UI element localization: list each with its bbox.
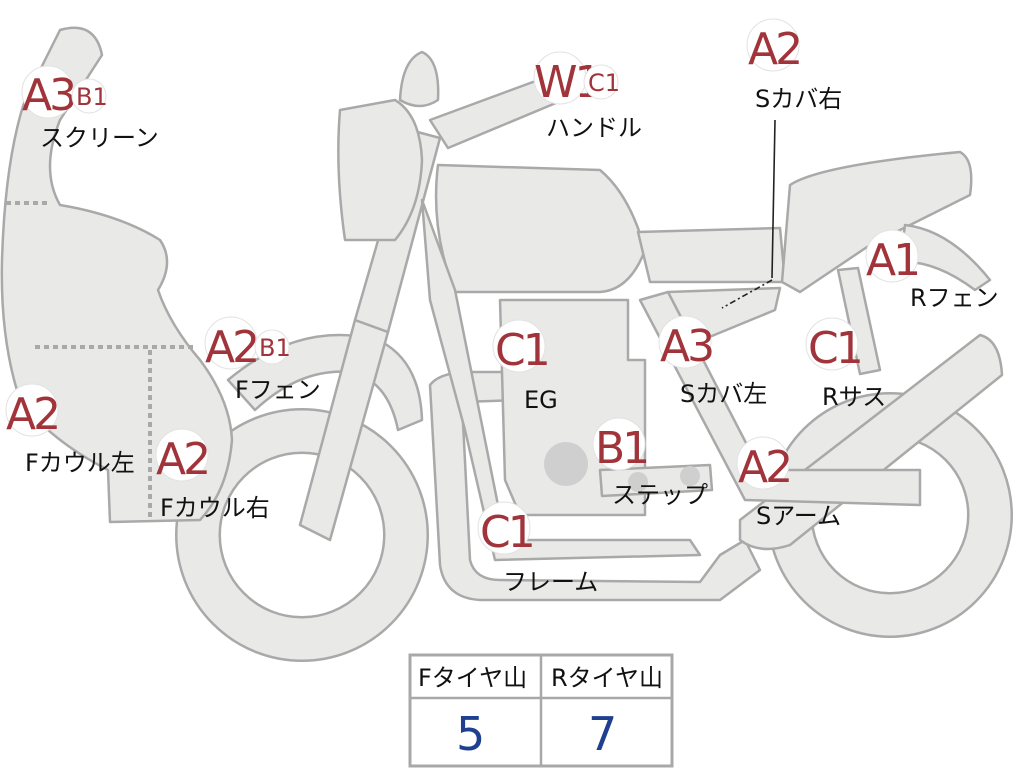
headlight-shape xyxy=(337,98,424,242)
grade-badge-bg xyxy=(5,383,59,437)
front-tire-header: Fタイヤ山 xyxy=(418,664,527,692)
part-side-cover-right: A2 Sカバ右 xyxy=(746,18,842,113)
part-front-fender: A2 B1 Fフェン xyxy=(204,316,321,404)
motorcycle-illustration xyxy=(0,26,1013,662)
grade-sub: C1 xyxy=(588,69,620,97)
grade-badge-bg xyxy=(155,428,209,482)
grade-main: C1 xyxy=(480,507,533,558)
rear-fender-shape xyxy=(898,223,992,292)
part-screen: A3 B1 スクリーン xyxy=(21,65,159,152)
fuel-tank-shape xyxy=(434,163,647,294)
part-label: Sアーム xyxy=(756,502,841,530)
part-label: ステップ xyxy=(612,481,708,509)
part-frame: C1 フレーム xyxy=(477,501,598,596)
step-peg-2 xyxy=(680,466,700,486)
grade-badge-bg xyxy=(254,329,290,365)
grade-sub: B1 xyxy=(259,334,291,362)
part-label: Sカバ右 xyxy=(755,85,842,113)
grade-main: A2 xyxy=(748,24,800,75)
part-front-cowl-right: A2 Fカウル右 xyxy=(155,428,270,522)
mirror-shape xyxy=(398,50,440,108)
step-peg-1 xyxy=(628,472,648,492)
grade-badge-bg xyxy=(492,319,546,373)
part-side-cover-left: A3 Sカバ左 xyxy=(658,315,767,408)
grade-badge-bg xyxy=(736,436,790,490)
front-cowl-shape xyxy=(0,26,234,524)
grade-main: A2 xyxy=(6,389,58,440)
grade-badge-bg xyxy=(592,417,646,471)
grade-badge-bg xyxy=(746,18,800,72)
rear-tire-header: Rタイヤ山 xyxy=(551,664,663,692)
grade-badge-bg xyxy=(658,315,712,369)
part-label: Sカバ左 xyxy=(680,380,767,408)
frame-down-shape xyxy=(420,198,702,562)
side-cover-right-leader xyxy=(771,119,776,279)
part-rear-fender: A1 Rフェン xyxy=(865,229,999,312)
rear-frame-shape xyxy=(638,290,922,507)
part-step: B1 ステップ xyxy=(592,417,708,509)
part-handle: W1 C1 ハンドル xyxy=(533,51,642,142)
part-engine: C1 EG xyxy=(492,319,558,414)
grade-badge-bg xyxy=(477,501,531,555)
grade-main: A2 xyxy=(738,442,790,493)
grade-main: C1 xyxy=(495,325,548,376)
tail-cowl-shape xyxy=(780,150,973,294)
side-cover-right-leader-dash xyxy=(721,279,773,309)
part-swing-arm: A2 Sアーム xyxy=(736,436,841,530)
grade-main: A2 xyxy=(156,434,208,485)
part-label: Rサス xyxy=(822,383,886,411)
part-label: Fカウル右 xyxy=(160,494,270,522)
rear-tire-value: 7 xyxy=(588,707,617,761)
grade-main: A2 xyxy=(205,322,257,373)
front-tire-value: 5 xyxy=(456,707,485,761)
part-label: ハンドル xyxy=(546,114,642,142)
grade-main: A3 xyxy=(660,321,712,372)
seat-shape xyxy=(636,226,787,284)
grade-sub: B1 xyxy=(76,83,108,111)
part-front-cowl-left: A2 Fカウル左 xyxy=(5,383,135,477)
front-wheel-inner xyxy=(177,410,427,660)
part-label: フレーム xyxy=(503,568,598,596)
grade-badge-bg xyxy=(583,64,619,100)
grade-badge-bg xyxy=(805,317,859,371)
part-label: Fフェン xyxy=(235,376,321,404)
grade-main: C1 xyxy=(808,323,861,374)
engine-cover-circle xyxy=(544,442,588,486)
grade-badge-bg xyxy=(71,78,107,114)
part-rear-suspension: C1 Rサス xyxy=(805,317,886,411)
tire-tread-table: Fタイヤ山 Rタイヤ山 5 7 xyxy=(408,653,674,768)
part-label: EG xyxy=(524,386,558,414)
part-label: Fカウル左 xyxy=(25,449,135,477)
part-label: Rフェン xyxy=(910,284,999,312)
grade-main: A3 xyxy=(22,70,74,121)
grade-main: B1 xyxy=(595,423,647,474)
grade-badge-bg xyxy=(865,229,919,283)
part-label: スクリーン xyxy=(40,124,159,152)
grade-main: A1 xyxy=(866,235,918,286)
